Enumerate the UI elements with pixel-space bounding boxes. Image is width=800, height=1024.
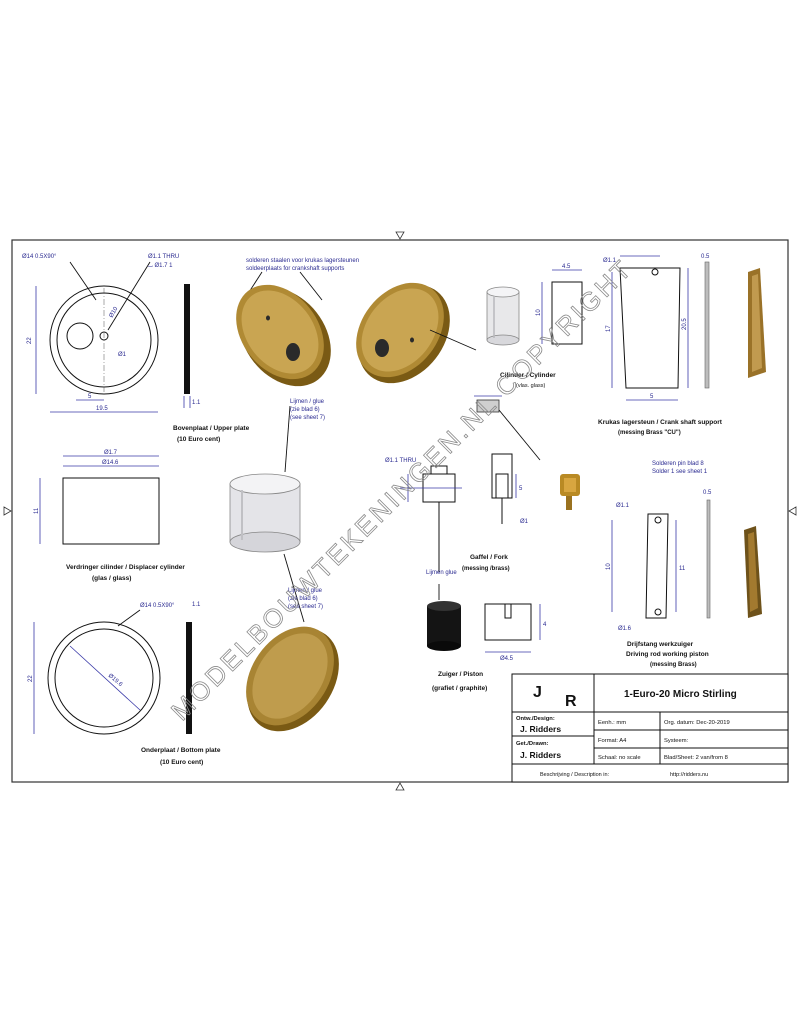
piston-sub: (grafiet / graphite) — [432, 685, 487, 692]
crank-support-sub: (messing Brass "CU") — [618, 430, 681, 436]
center-mark-left — [3, 506, 12, 516]
svg-text:4: 4 — [543, 622, 547, 628]
svg-text:(zie blad 6): (zie blad 6) — [290, 407, 320, 413]
fork-3d — [560, 474, 580, 510]
upper-plate-3d-right — [356, 282, 477, 384]
svg-text:(see sheet 7): (see sheet 7) — [290, 415, 325, 421]
svg-text:Ø1: Ø1 — [520, 519, 529, 525]
svg-text:(zie blad 6): (zie blad 6) — [288, 596, 318, 602]
cylinder-label: Cilinder / Cylinder — [500, 372, 556, 379]
svg-text:Ø1.7: Ø1.7 — [104, 450, 118, 456]
driving-rod-label: Drijfstang werkzuiger — [627, 641, 694, 648]
svg-text:Ø19.6: Ø19.6 — [107, 673, 124, 689]
svg-text:Get./Drawn:: Get./Drawn: — [516, 741, 549, 747]
svg-text:Beschrijving / Description in:: Beschrijving / Description in: — [540, 772, 610, 778]
drawer-name: J. Ridders — [520, 750, 561, 760]
svg-text:Lijmen / glue: Lijmen / glue — [290, 399, 325, 405]
bottom-plate-label: Onderplaat / Bottom plate — [141, 747, 221, 754]
svg-text:20.5: 20.5 — [682, 318, 688, 330]
svg-text:10: 10 — [536, 309, 542, 316]
svg-text:17: 17 — [606, 325, 612, 332]
svg-text:11: 11 — [34, 507, 40, 514]
svg-text:Format: A4: Format: A4 — [598, 738, 627, 744]
drawing-frame — [3, 231, 797, 791]
svg-text:Lijmen / glue: Lijmen / glue — [288, 588, 323, 594]
svg-text:Ø1.6: Ø1.6 — [618, 626, 632, 632]
svg-text:Solder 1 see sheet 1: Solder 1 see sheet 1 — [652, 469, 708, 475]
displacer-cylinder-3d: Lijmen / glue (zie blad 6) (see sheet 7)… — [229, 399, 325, 623]
svg-text:Systeem:: Systeem: — [664, 738, 689, 744]
piston-label: Zuiger / Piston — [438, 671, 483, 678]
drawing-title: 1-Euro-20 Micro Stirling — [624, 689, 737, 700]
upper-plate-side — [184, 284, 190, 394]
fork-sub: (messing /brass) — [462, 566, 510, 572]
cylinder-3d — [486, 286, 520, 346]
upper-width-text: 19.5 — [96, 406, 108, 412]
svg-text:0.5: 0.5 — [701, 254, 710, 260]
crank-support-label: Krukas lagersteun / Crank shaft support — [598, 419, 723, 426]
displacer-label: Verdringer cilinder / Displacer cylinder — [66, 564, 185, 571]
driving-rod-label2: Driving rod working piston — [626, 651, 709, 658]
upper-angle-text: Ø10 — [109, 306, 120, 319]
fork-label: Gaffel / Fork — [470, 554, 508, 561]
center-mark-bottom — [395, 782, 405, 791]
logo-letter-r: R — [565, 693, 577, 710]
upper-plate-3d-left — [236, 284, 331, 387]
svg-text:Ø4.5: Ø4.5 — [500, 656, 514, 662]
cylinder-sub: (vlas. glass) — [516, 383, 546, 389]
svg-text:10: 10 — [606, 563, 612, 570]
svg-text:(see sheet 7): (see sheet 7) — [288, 604, 323, 610]
svg-text:Ø1.1: Ø1.1 — [616, 503, 630, 509]
svg-text:Ø1.1 THRU: Ø1.1 THRU — [385, 458, 416, 464]
designer-name: J. Ridders — [520, 724, 561, 734]
crank-support-drawing: Ø1.1 20.5 17 5 0.5 Krukas lagersteun / C… — [598, 254, 766, 436]
svg-text:Schaal: no scale: Schaal: no scale — [598, 755, 641, 761]
svg-text:Ø14.6: Ø14.6 — [102, 460, 119, 466]
svg-text:1.1: 1.1 — [192, 602, 201, 608]
driving-rod: Solderen pin blad 8 Solder 1 see sheet 1… — [606, 461, 762, 668]
svg-text:Org. datum: Dec-20-2019: Org. datum: Dec-20-2019 — [664, 720, 730, 726]
logo-box — [511, 673, 595, 713]
svg-text:Solderen pin blad 8: Solderen pin blad 8 — [652, 461, 704, 467]
upper-hole-note-2: ⌴ Ø1.7 1 — [148, 263, 173, 269]
svg-text:Blad/Sheet: 2 van/from 8: Blad/Sheet: 2 van/from 8 — [664, 755, 728, 761]
description-url[interactable]: http://ridders.nu — [670, 772, 708, 778]
svg-text:Ø1.1: Ø1.1 — [603, 258, 617, 264]
svg-text:Eenh.: mm: Eenh.: mm — [598, 720, 626, 726]
bottom-plate-3d — [246, 626, 339, 732]
svg-text:Lijmen glue: Lijmen glue — [426, 570, 457, 576]
upper-hole-note-1: Ø1.1 THRU — [148, 254, 179, 260]
displacer-sub: (glas / glass) — [92, 575, 131, 582]
svg-text:22: 22 — [28, 675, 34, 682]
driving-rod-sub: (messing Brass) — [650, 662, 697, 668]
upper-countersink-note: Ø14 0.5X90° — [22, 254, 57, 260]
svg-text:5: 5 — [519, 486, 523, 492]
center-mark-top — [395, 231, 405, 240]
bottom-plate-side — [186, 622, 192, 734]
title-block: J R 1-Euro-20 Micro Stirling Ontw./Desig… — [511, 673, 789, 783]
upper-thickness-text: 1.1 — [192, 400, 201, 406]
upper-plate-label: Bovenplaat / Upper plate — [173, 425, 250, 432]
displacer-cylinder-drawing: Ø1.7 Ø14.6 11 Verdringer cilinder / Disp… — [34, 450, 185, 582]
bottom-plate-sub: (10 Euro cent) — [160, 759, 203, 766]
cylinder-drawing: 4.5 10 Cilinder / Cylinder (vlas. glass) — [500, 264, 583, 389]
svg-text:solderen staalen voor krukas l: solderen staalen voor krukas lagersteune… — [246, 258, 359, 264]
svg-text:5: 5 — [650, 394, 654, 400]
fork-drawing: Ø1.1 THRU 5 Ø1 Gaffel / Fork (messing /b… — [385, 395, 541, 572]
svg-text:0.5: 0.5 — [703, 490, 712, 496]
logo-letter-j: J — [533, 684, 542, 701]
upper-plate-view: 22 19.5 5 Ø10 Ø1 Ø14 0.5X90° Ø1.1 THRU ⌴… — [22, 254, 250, 443]
upper-small-text: Ø1 — [118, 352, 127, 358]
upper-x-text: 5 — [88, 394, 92, 400]
upper-plate-sub: (10 Euro cent) — [177, 436, 220, 443]
piston: Lijmen glue Ø4.5 4 Zuiger / Piston (graf… — [426, 570, 547, 692]
svg-text:4.5: 4.5 — [562, 264, 571, 270]
svg-text:Ontw./Design:: Ontw./Design: — [516, 716, 555, 722]
center-mark-right — [788, 506, 797, 516]
upper-dia-text: 22 — [27, 337, 33, 344]
svg-text:11: 11 — [679, 566, 686, 572]
svg-text:Ø14 0.5X90°: Ø14 0.5X90° — [140, 603, 175, 609]
svg-text:soldeerplaats for crankshaft s: soldeerplaats for crankshaft supports — [246, 266, 344, 272]
